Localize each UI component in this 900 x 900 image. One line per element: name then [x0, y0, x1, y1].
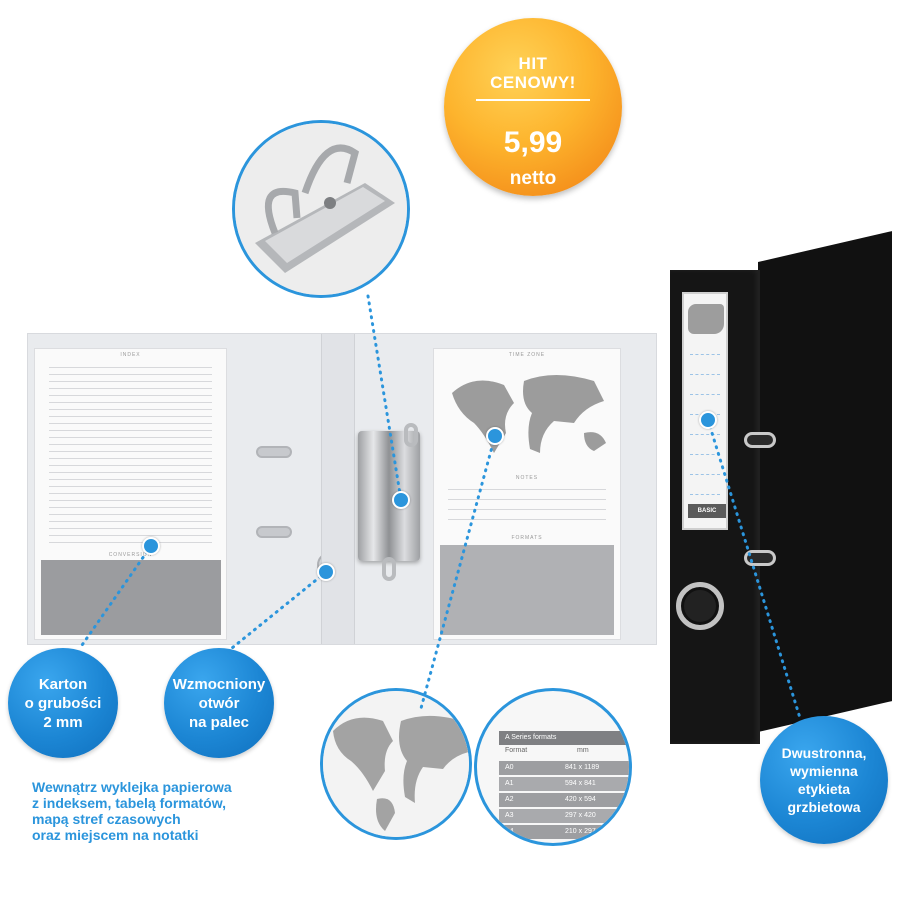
index-sheet: INDEX CONVERSION: [34, 348, 227, 640]
inside-description: Wewnątrz wyklejka papierowa z indeksem, …: [32, 779, 232, 843]
zoom-header-mm: mm: [577, 747, 589, 754]
table-row: A2 420 x 594: [499, 793, 629, 807]
spine-brand: BASIC: [688, 504, 726, 518]
badge-headline: HIT CENOWY!: [444, 54, 622, 92]
binder-left-cover: INDEX CONVERSION: [28, 334, 343, 644]
table-row: A1 594 x 841: [499, 777, 629, 791]
index-title: INDEX: [120, 352, 141, 358]
marker-spine-label: [699, 411, 717, 429]
formats-table: [440, 545, 614, 635]
lever: [382, 557, 396, 581]
notes-title: NOTES: [515, 475, 539, 481]
binder-spine: BASIC: [670, 270, 760, 744]
ring-top: [404, 423, 418, 447]
callout-finger-hole: Wzmocniony otwór na palec: [164, 648, 274, 758]
zoom-mechanism-art: [235, 123, 407, 295]
world-map: [452, 375, 606, 453]
marker-mechanism: [392, 491, 410, 509]
badge-price: 5,99: [503, 126, 563, 159]
badge-price-unit: netto: [509, 168, 557, 189]
ring-hole-top: [256, 446, 292, 458]
table-row: A3 297 x 420: [499, 809, 629, 823]
ring-hole-bottom: [256, 526, 292, 538]
table-row: A0 841 x 1189: [499, 761, 629, 775]
badge-divider: [476, 99, 590, 101]
zoom-world-map-art: [323, 691, 469, 837]
badge-line-2: CENOWY!: [490, 73, 576, 92]
zoom-table-body: A0 841 x 1189 A1 594 x 841 A2 420 x 594 …: [499, 761, 629, 839]
callout-finger-hole-text: Wzmocniony otwór na palec: [172, 675, 266, 731]
callout-cardboard-text: Karton o grubości 2 mm: [24, 675, 102, 731]
spine-label-map: [688, 304, 724, 334]
spine-finger-hole: [676, 582, 724, 630]
lever-arch-mechanism: [358, 423, 420, 581]
formats-title: FORMATS: [511, 535, 543, 541]
callout-spine-label: Dwustronna, wymienna etykieta grzbietowa: [760, 716, 888, 844]
marker-finger-hole: [317, 563, 335, 581]
marker-cardboard: [142, 537, 160, 555]
badge-line-1: HIT: [518, 54, 548, 73]
zoom-mechanism: [232, 120, 410, 298]
zoom-table-header: Format mm: [499, 747, 629, 759]
conversion-table: [41, 560, 221, 635]
open-binder-image: INDEX CONVERSION TIME ZONE NOTES: [27, 333, 657, 645]
zoom-world-map: [320, 688, 472, 840]
closed-black-binder: BASIC: [670, 231, 892, 744]
zoom-formats-table: A Series formats Format mm A0 841 x 1189…: [474, 688, 632, 846]
binder-right-cover: TIME ZONE NOTES FORMATS: [355, 334, 656, 644]
binder-front-cover: [758, 231, 892, 732]
callout-cardboard: Karton o grubości 2 mm: [8, 648, 118, 758]
binder-inner-spine: [321, 334, 355, 644]
closing-clip-bottom: [744, 550, 776, 566]
closing-clip-top: [744, 432, 776, 448]
info-sheet: TIME ZONE NOTES FORMATS: [433, 348, 621, 640]
price-badge: HIT CENOWY! 5,99 netto: [444, 18, 622, 196]
time-zone-title: TIME ZONE: [508, 352, 546, 358]
zoom-table-title: A Series formats: [499, 731, 629, 745]
table-row: A4 210 x 297: [499, 825, 629, 839]
marker-world-map: [486, 427, 504, 445]
zoom-header-format: Format: [505, 747, 528, 754]
callout-spine-label-text: Dwustronna, wymienna etykieta grzbietowa: [781, 745, 867, 815]
conversion-title: CONVERSION: [108, 552, 153, 558]
